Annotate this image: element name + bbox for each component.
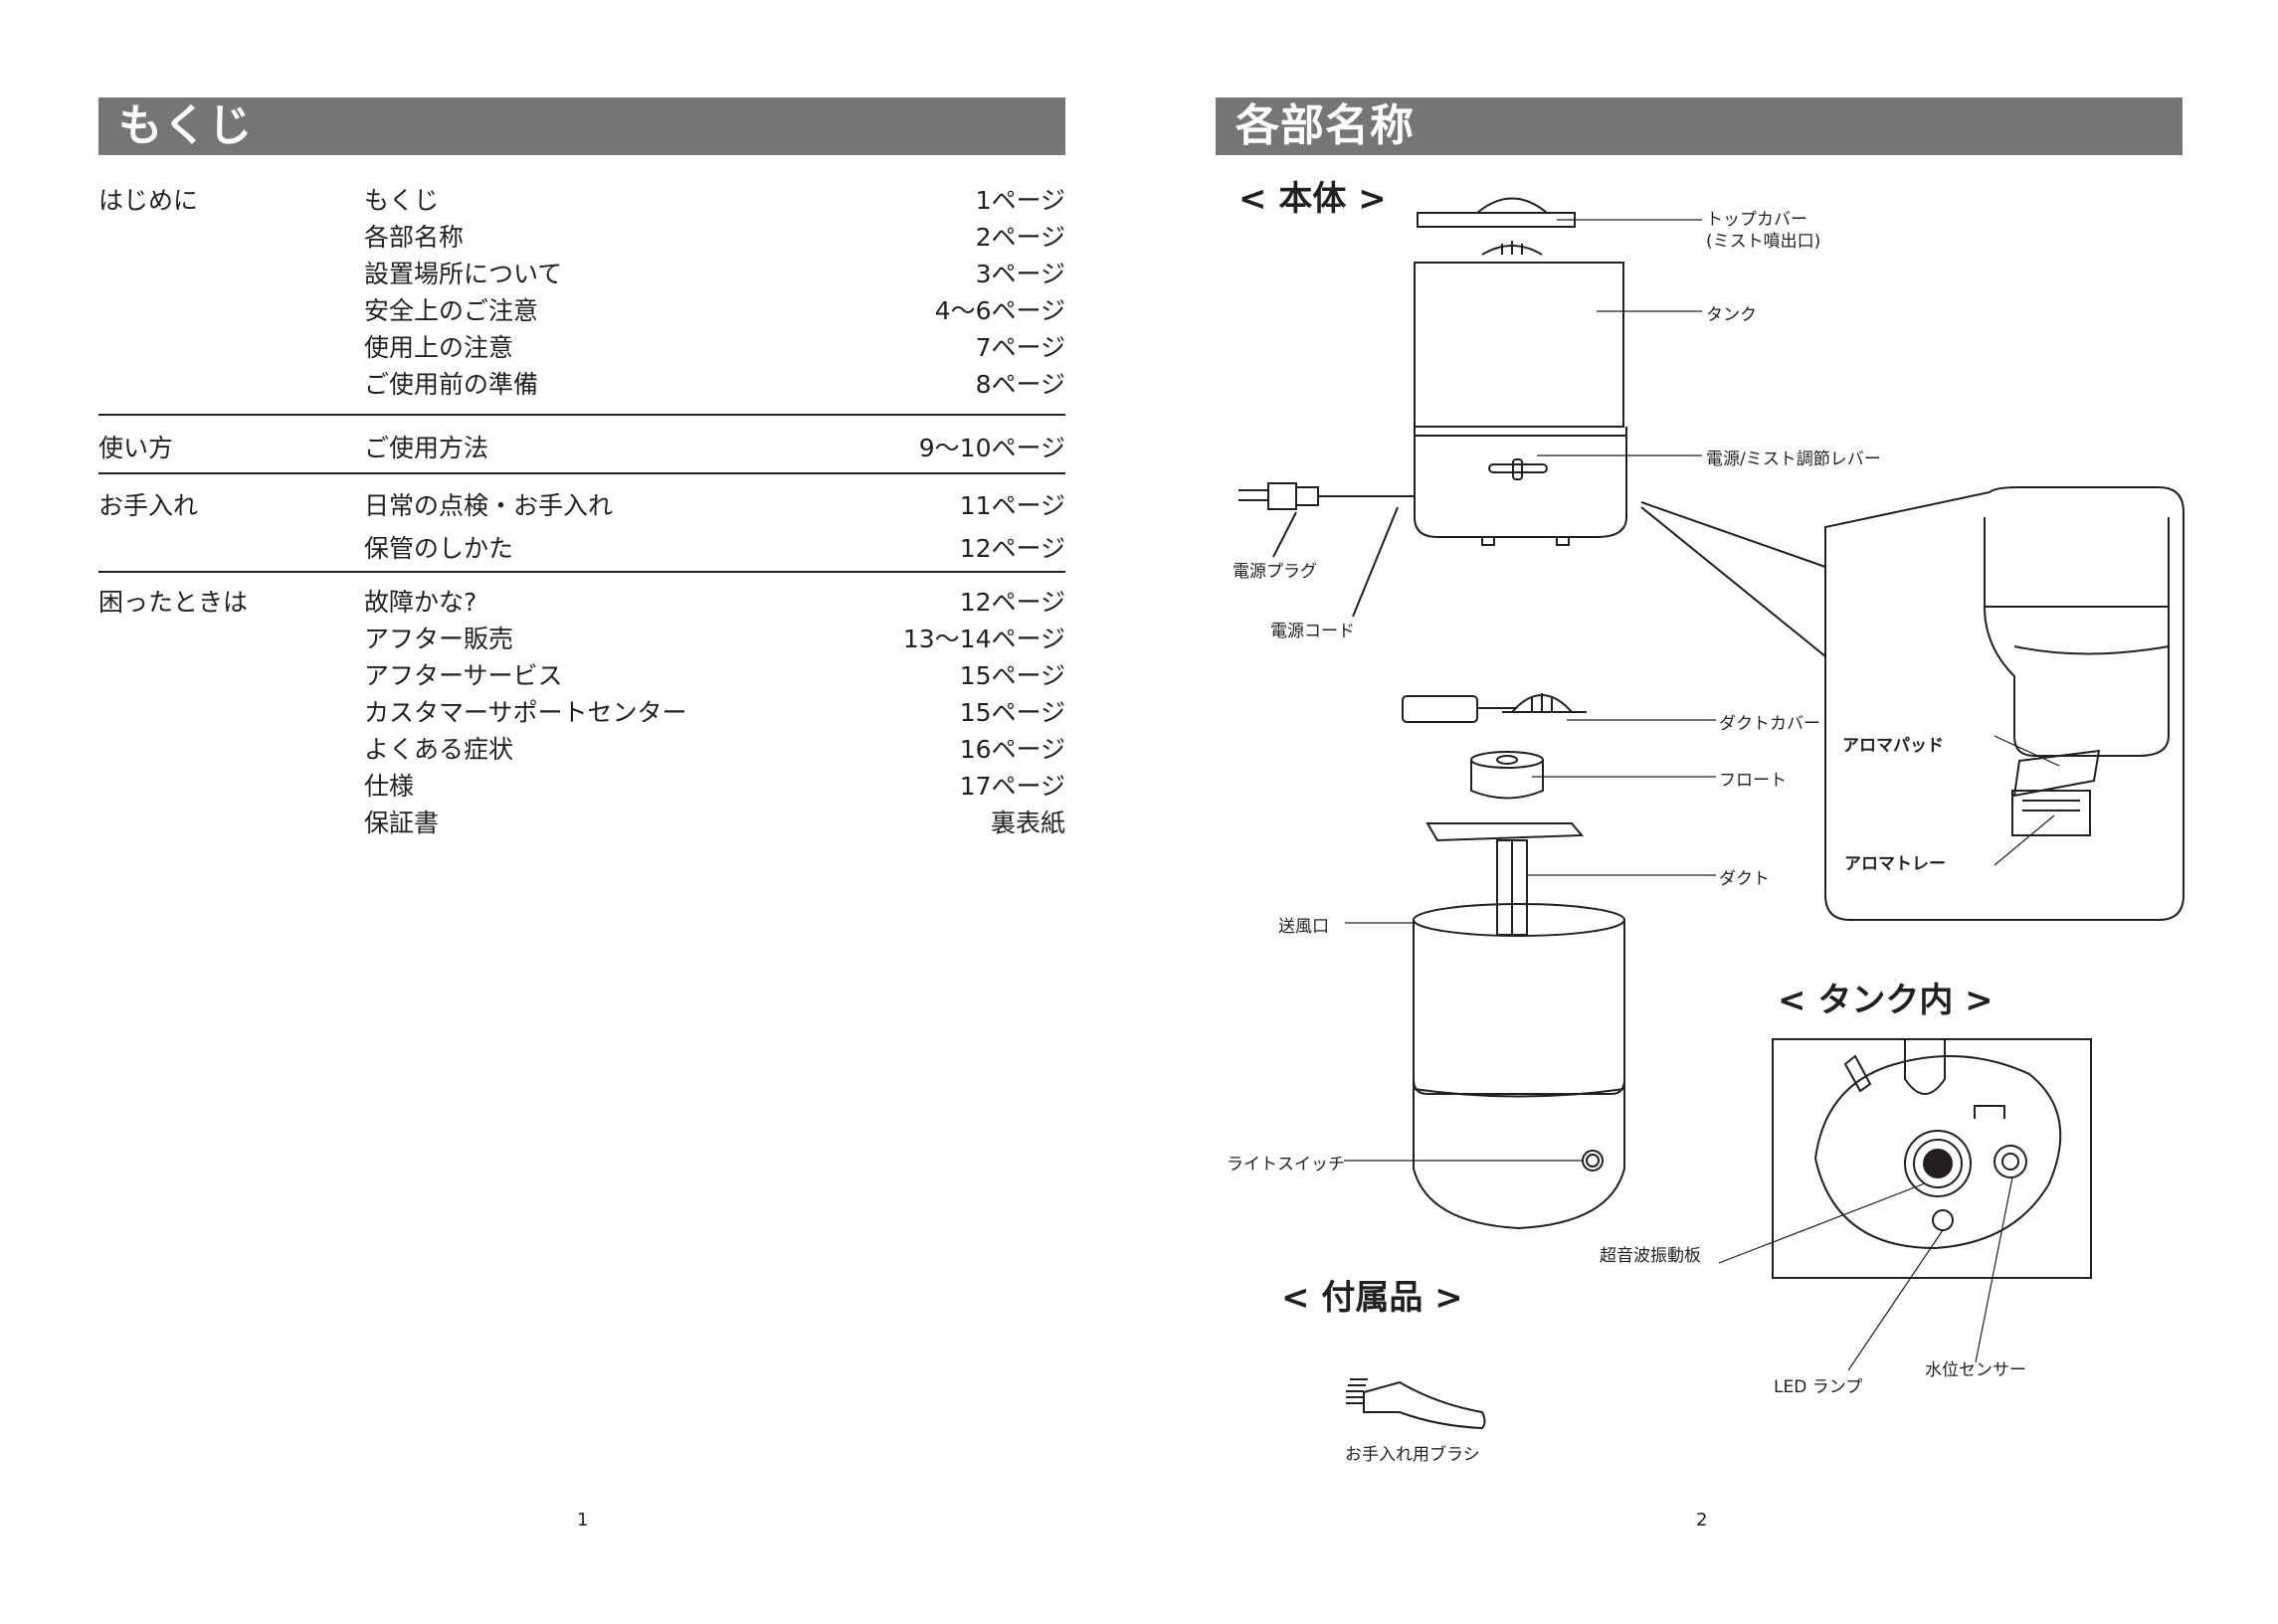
toc-page: 12ページ: [959, 534, 1065, 563]
toc-page: 4〜6ページ: [934, 296, 1065, 325]
toc-page: 12ページ: [959, 588, 1065, 617]
toc-page: 裏表紙: [990, 809, 1065, 837]
toc-row[interactable]: 故障かな? 12ページ: [364, 583, 1065, 620]
label-top-cover-sub: (ミスト噴出口): [1706, 232, 1821, 252]
toc-title: ご使用前の準備: [364, 370, 539, 399]
page-number: 2: [1696, 1510, 1708, 1531]
toc-page: 1ページ: [975, 186, 1065, 215]
label-aroma-pad: アロマパッド: [1842, 736, 1944, 756]
toc-page: 16ページ: [959, 735, 1065, 764]
page-title: 各部名称: [1216, 97, 2183, 155]
page-left: もくじ はじめに もくじ 1ページ 各部名称 2ページ 設置場所について 3ペー…: [98, 97, 1065, 1531]
power-plug-illustration: [1238, 482, 1415, 618]
toc-row[interactable]: よくある症状 16ページ: [364, 730, 1065, 767]
label-top-cover: トップカバー: [1706, 210, 1807, 230]
toc-category: はじめに: [98, 186, 199, 215]
toc-title: 日常の点検・お手入れ: [364, 491, 614, 520]
label-air-outlet: 送風口: [1278, 917, 1329, 937]
divider: [98, 472, 1065, 474]
toc-section: 使い方 ご使用方法 9〜10ページ: [98, 429, 1065, 468]
toc-title: アフター販売: [364, 625, 514, 653]
label-power-plug: 電源プラグ: [1233, 562, 1317, 582]
toc-row[interactable]: 使用上の注意 7ページ: [364, 328, 1065, 365]
section-title-tank-inside: < タンク内 >: [1778, 981, 1993, 1020]
toc-page: 9〜10ページ: [918, 434, 1065, 462]
page-number: 1: [577, 1510, 589, 1531]
float-illustration: [1470, 751, 1544, 800]
label-brush: お手入れ用ブラシ: [1345, 1445, 1480, 1465]
toc-section: 困ったときは 故障かな? 12ページ アフター販売 13〜14ページ アフターサ…: [98, 583, 1065, 851]
toc-page: 8ページ: [975, 370, 1065, 399]
toc-category: 困ったときは: [98, 588, 249, 617]
toc-page: 17ページ: [959, 772, 1065, 801]
toc-row[interactable]: 安全上のご注意 4〜6ページ: [364, 291, 1065, 328]
toc-page: 2ページ: [975, 223, 1065, 252]
duct-cover-illustration: [1402, 693, 1587, 723]
section-title-accessories: < 付属品 >: [1281, 1278, 1463, 1318]
label-aroma-tray: アロマトレー: [1844, 854, 1946, 874]
toc-row[interactable]: 設置場所について 3ページ: [364, 255, 1065, 291]
toc-page: 3ページ: [975, 260, 1065, 288]
toc-title: 使用上の注意: [364, 333, 514, 362]
toc-page: 15ページ: [959, 698, 1065, 727]
toc-page: 11ページ: [959, 491, 1065, 520]
toc-row[interactable]: 仕様 17ページ: [364, 767, 1065, 804]
toc-row[interactable]: もくじ 1ページ: [364, 181, 1065, 218]
toc-row[interactable]: アフターサービス 15ページ: [364, 656, 1065, 693]
page-right: 各部名称: [1139, 0, 2278, 1624]
toc-title: 保証書: [364, 809, 440, 837]
toc-title: 安全上のご注意: [364, 296, 539, 325]
label-power-lever: 電源/ミスト調節レバー: [1706, 450, 1881, 469]
divider: [98, 571, 1065, 573]
label-duct: ダクト: [1719, 869, 1770, 889]
label-led-lamp: LED ランプ: [1774, 1377, 1863, 1397]
toc-row[interactable]: 保証書 裏表紙: [364, 804, 1065, 840]
toc-title: 保管のしかた: [364, 534, 514, 563]
toc-row[interactable]: カスタマーサポートセンター 15ページ: [364, 693, 1065, 730]
toc-row[interactable]: ご使用方法 9〜10ページ: [364, 429, 1065, 465]
toc-page: 15ページ: [959, 661, 1065, 690]
label-power-cord: 電源コード: [1270, 622, 1355, 641]
aroma-callout: [1640, 486, 2184, 921]
toc-category: 使い方: [98, 434, 174, 462]
section-title-main-body: < 本体 >: [1238, 179, 1387, 219]
label-tank: タンク: [1706, 305, 1757, 325]
tank-illustration: [1414, 262, 1627, 546]
toc-page: 13〜14ページ: [902, 625, 1065, 653]
toc-title: よくある症状: [364, 735, 514, 764]
toc-page: 7ページ: [975, 333, 1065, 362]
toc-category: お手入れ: [98, 491, 199, 520]
toc-title: カスタマーサポートセンター: [364, 698, 687, 727]
toc-row[interactable]: 日常の点検・お手入れ 11ページ: [364, 486, 1065, 523]
label-ultrasonic-plate: 超音波振動板: [1600, 1246, 1701, 1266]
leader-lines: [1344, 219, 2060, 1371]
toc-row[interactable]: ご使用前の準備 8ページ: [364, 365, 1065, 402]
label-duct-cover: ダクトカバー: [1719, 714, 1820, 734]
toc-title: もくじ: [364, 186, 440, 215]
toc-section: お手入れ 日常の点検・お手入れ 11ページ 保管のしかた 12ページ: [98, 486, 1065, 576]
label-float: フロート: [1719, 771, 1787, 791]
label-light-switch: ライトスイッチ: [1227, 1155, 1345, 1174]
toc-title: ご使用方法: [364, 434, 489, 462]
toc-title: 故障かな?: [364, 588, 477, 617]
tank-inside-illustration: [1772, 1038, 2092, 1279]
toc-title: 各部名称: [364, 223, 465, 252]
label-water-sensor: 水位センサー: [1925, 1360, 2026, 1380]
toc-row[interactable]: 各部名称 2ページ: [364, 218, 1065, 255]
duct-illustration: [1425, 822, 1585, 936]
top-cover-illustration: [1417, 197, 1576, 256]
toc-title: アフターサービス: [364, 661, 563, 690]
divider: [98, 414, 1065, 416]
parts-diagram: [1238, 197, 2184, 1430]
base-illustration: [1413, 903, 1625, 1230]
toc-section: はじめに もくじ 1ページ 各部名称 2ページ 設置場所について 3ページ 安全…: [98, 181, 1065, 400]
toc-row[interactable]: アフター販売 13〜14ページ: [364, 620, 1065, 656]
brush-illustration: [1346, 1378, 1486, 1430]
toc-title: 仕様: [364, 772, 415, 801]
page-title: もくじ: [98, 97, 1065, 155]
toc-title: 設置場所について: [364, 260, 563, 288]
toc-row[interactable]: 保管のしかた 12ページ: [364, 529, 1065, 566]
